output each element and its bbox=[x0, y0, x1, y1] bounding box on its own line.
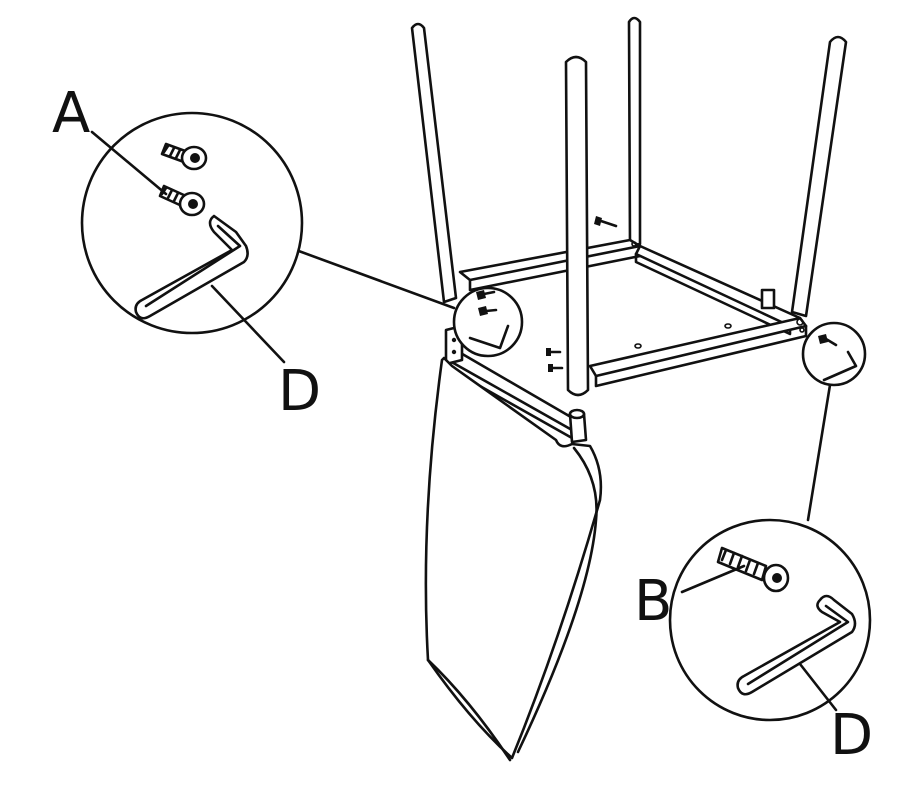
screw-a-upper bbox=[160, 142, 208, 171]
front-leg-near bbox=[564, 55, 590, 397]
detail-marker-right bbox=[801, 321, 867, 387]
screw-loose-mid-1 bbox=[546, 348, 562, 356]
label-d-left: D bbox=[278, 359, 321, 424]
label-d-right: D bbox=[830, 703, 873, 768]
back-leg-right bbox=[627, 16, 642, 248]
label-a: A bbox=[52, 81, 90, 146]
leader-line-right bbox=[806, 383, 832, 522]
magnified-view-left bbox=[80, 111, 304, 364]
allen-key-icon bbox=[736, 594, 857, 696]
screw-loose-mid-2 bbox=[548, 364, 564, 372]
leader-a bbox=[90, 130, 168, 196]
magnified-view-right bbox=[668, 518, 872, 722]
screw-icon bbox=[476, 290, 496, 300]
allen-key-icon bbox=[468, 324, 510, 350]
chair bbox=[410, 16, 848, 762]
screw-loose-top bbox=[594, 216, 618, 228]
leader-d-left bbox=[210, 284, 286, 364]
leader-line-left bbox=[294, 248, 456, 310]
detail-marker-left bbox=[452, 286, 524, 358]
screw-a-lower bbox=[158, 184, 206, 217]
allen-key-icon bbox=[822, 350, 858, 382]
screw-icon bbox=[478, 306, 498, 316]
label-b: B bbox=[634, 569, 672, 634]
leader-d-right bbox=[798, 662, 838, 712]
screw-icon bbox=[818, 334, 838, 347]
front-leg-far bbox=[790, 35, 848, 318]
frame-bracket-right bbox=[760, 288, 776, 310]
leg-stub bbox=[568, 408, 588, 444]
backrest bbox=[424, 356, 603, 762]
allen-key-icon bbox=[134, 214, 249, 320]
back-leg-left bbox=[410, 22, 458, 304]
leader-b bbox=[680, 564, 746, 594]
screw-b bbox=[716, 546, 790, 593]
